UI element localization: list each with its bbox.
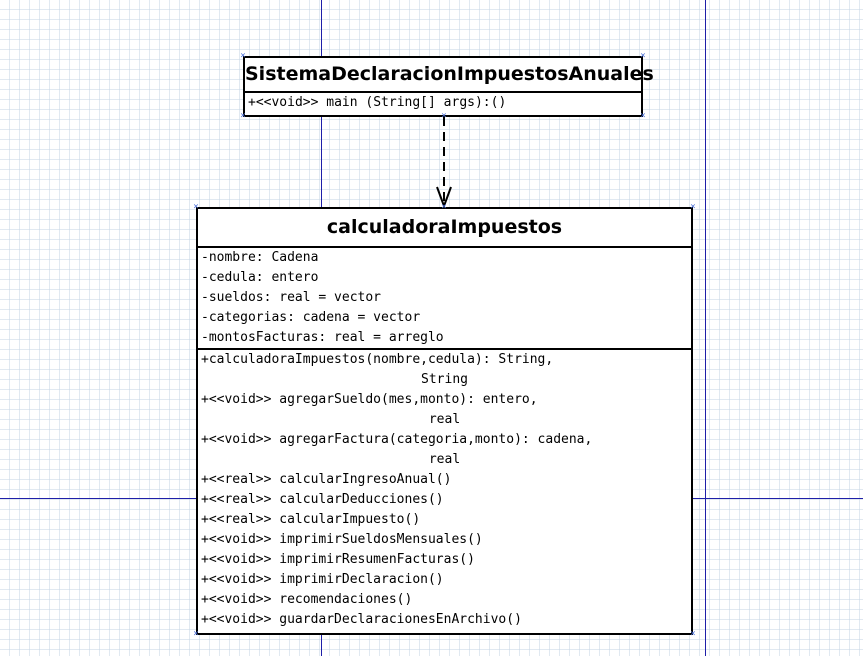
method-continuation: String: [421, 372, 468, 387]
resize-handle-icon[interactable]: ×: [640, 111, 646, 121]
method: +<<real>> calcularDeducciones(): [201, 492, 444, 507]
class-sistema-declaracion[interactable]: SistemaDeclaracionImpuestosAnuales +<<vo…: [243, 56, 654, 117]
method: +calculadoraImpuestos(nombre,cedula): St…: [201, 352, 554, 367]
methods-compartment: +calculadoraImpuestos(nombre,cedula): St…: [198, 350, 691, 630]
method: +<<real>> calcularIngresoAnual(): [201, 472, 452, 487]
methods-compartment: +<<void>> main (String[] args):(): [245, 93, 641, 113]
dependency-arrowhead: [436, 186, 452, 209]
class-name: calculadoraImpuestos: [198, 209, 691, 248]
method: +<<void>> imprimirSueldosMensuales(): [201, 532, 483, 547]
class-name: SistemaDeclaracionImpuestosAnuales: [245, 58, 654, 93]
resize-handle-icon[interactable]: ×: [640, 51, 646, 61]
attribute: -nombre: Cadena: [201, 250, 319, 265]
method: +<<void>> guardarDeclaracionesEnArchivo(…: [201, 612, 522, 627]
attribute: -categorias: cadena = vector: [201, 310, 421, 325]
class-calculadora-impuestos[interactable]: calculadoraImpuestos -nombre: Cadena -ce…: [196, 207, 693, 635]
attribute: -sueldos: real = vector: [201, 290, 382, 305]
resize-handle-icon[interactable]: ×: [193, 202, 199, 212]
method-continuation: real: [428, 412, 461, 427]
page-guide-vertical-right: [705, 0, 706, 656]
method-continuation: real: [428, 452, 461, 467]
attributes-compartment: -nombre: Cadena -cedula: entero -sueldos…: [198, 248, 691, 350]
page-guide-horizontal-left: [0, 498, 198, 499]
method: +<<void>> agregarSueldo(mes,monto): ente…: [201, 392, 538, 407]
resize-handle-icon[interactable]: ×: [441, 202, 447, 212]
attribute: -montosFacturas: real = arreglo: [201, 330, 444, 345]
method-main: +<<void>> main (String[] args):(): [248, 95, 507, 110]
method: +<<void>> recomendaciones(): [201, 592, 413, 607]
resize-handle-icon[interactable]: ×: [240, 111, 246, 121]
method: +<<void>> imprimirResumenFacturas(): [201, 552, 475, 567]
method: +<<real>> calcularImpuesto(): [201, 512, 421, 527]
attribute: -cedula: entero: [201, 270, 319, 285]
resize-handle-icon[interactable]: ×: [193, 629, 199, 639]
page-guide-horizontal-right: [691, 498, 863, 499]
resize-handle-icon[interactable]: ×: [240, 51, 246, 61]
method: +<<void>> agregarFactura(categoria,monto…: [201, 432, 593, 447]
resize-handle-icon[interactable]: ×: [690, 629, 696, 639]
method: +<<void>> imprimirDeclaracion(): [201, 572, 444, 587]
resize-handle-icon[interactable]: ×: [441, 111, 447, 121]
resize-handle-icon[interactable]: ×: [690, 202, 696, 212]
